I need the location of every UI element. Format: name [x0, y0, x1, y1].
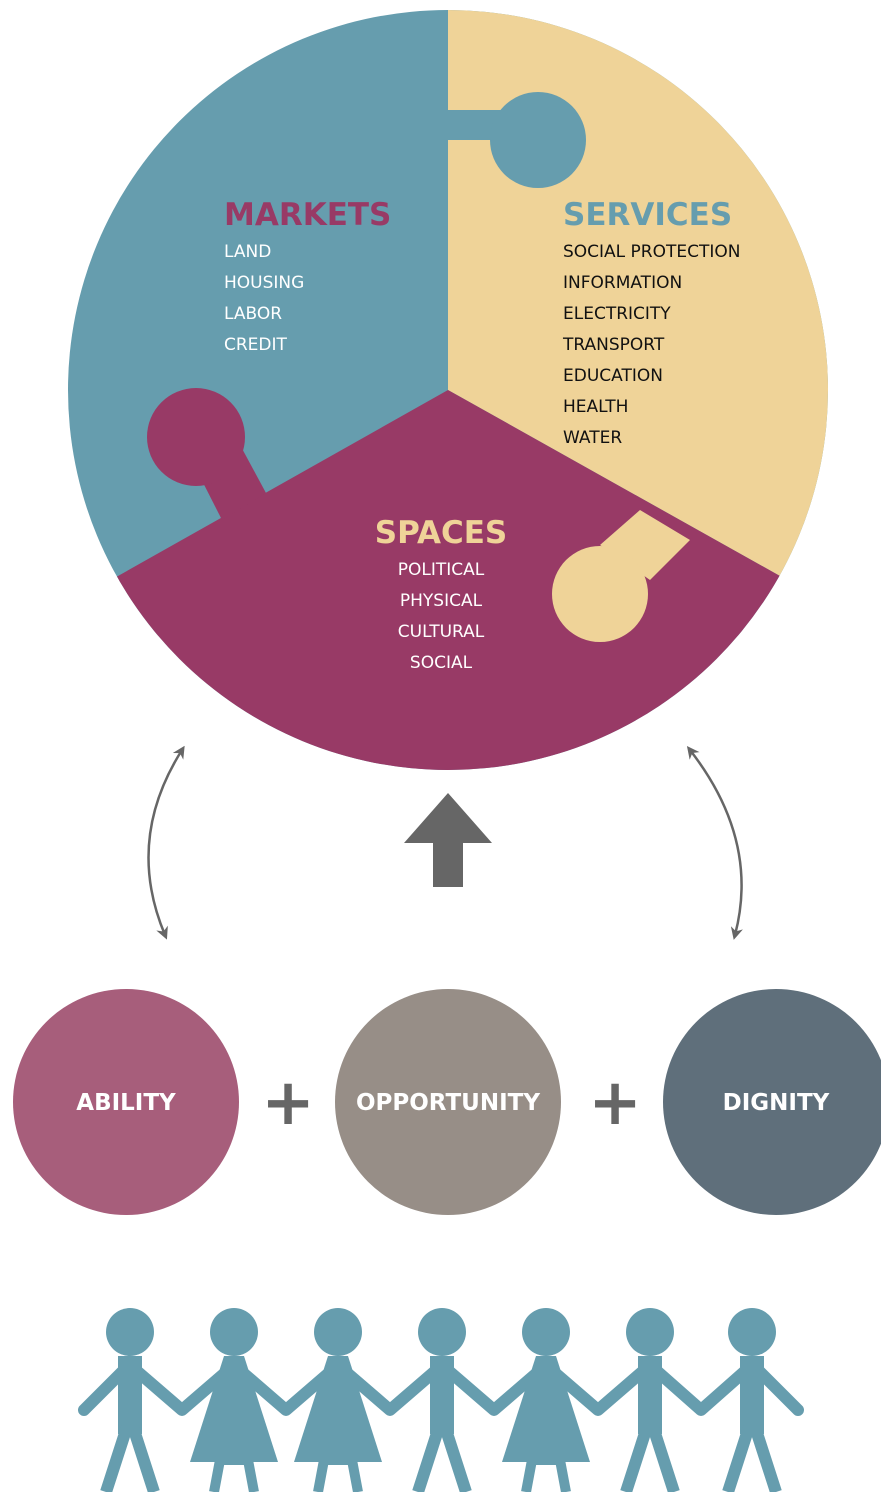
spaces-item: POLITICAL — [398, 560, 485, 580]
spaces-item: CULTURAL — [398, 622, 485, 642]
torso — [740, 1356, 764, 1434]
markets-item: HOUSING — [224, 273, 304, 293]
services-tab-knob — [552, 546, 648, 642]
circles-row: ABILITY + OPPORTUNITY + DIGNITY — [13, 989, 881, 1215]
plus-icon: + — [588, 1066, 642, 1140]
head — [626, 1308, 674, 1356]
holding-hands-arm — [238, 1367, 334, 1416]
spaces-item: SOCIAL — [410, 653, 473, 673]
up-arrow-icon — [404, 793, 492, 887]
dignity-label: DIGNITY — [723, 1090, 830, 1116]
woman-icon — [502, 1308, 590, 1492]
man-icon — [100, 1308, 160, 1492]
plus-icon: + — [261, 1066, 315, 1140]
legs — [100, 1424, 160, 1492]
people-row — [78, 1308, 804, 1492]
holding-hands-arm — [342, 1367, 438, 1416]
dignity-circle — [663, 989, 881, 1215]
holding-hands-arm — [446, 1367, 542, 1416]
right-double-arrow — [686, 746, 743, 940]
services-text: SERVICES SOCIAL PROTECTION INFORMATION E… — [562, 197, 741, 448]
outer-arm — [754, 1366, 804, 1416]
holding-hands-arm — [550, 1367, 646, 1416]
head — [418, 1308, 466, 1356]
dress — [502, 1356, 590, 1462]
torso — [118, 1356, 142, 1434]
outer-arm — [78, 1366, 128, 1416]
legs — [722, 1424, 782, 1492]
services-tab-neck — [600, 510, 690, 580]
markets-item: LAND — [224, 242, 271, 262]
legs — [412, 1424, 472, 1492]
services-item: WATER — [563, 428, 622, 448]
head — [314, 1308, 362, 1356]
spaces-text: SPACES POLITICAL PHYSICAL CULTURAL SOCIA… — [375, 515, 507, 673]
head — [728, 1308, 776, 1356]
holding-hands-arm — [134, 1367, 230, 1416]
spaces-title: SPACES — [375, 515, 507, 551]
ability-label: ABILITY — [76, 1090, 176, 1116]
left-double-arrow — [147, 745, 185, 940]
dress — [190, 1356, 278, 1462]
opportunity-label: OPPORTUNITY — [356, 1090, 540, 1116]
services-item: EDUCATION — [563, 366, 663, 386]
puzzle-circle — [68, 10, 828, 770]
head — [522, 1308, 570, 1356]
opportunity-circle — [335, 989, 561, 1215]
dress — [294, 1356, 382, 1462]
legs — [521, 1455, 571, 1492]
man-icon — [722, 1308, 782, 1492]
spaces-tab-knob — [147, 388, 245, 486]
man-icon — [412, 1308, 472, 1492]
services-title: SERVICES — [563, 197, 732, 233]
spaces-item: PHYSICAL — [400, 591, 483, 611]
head — [210, 1308, 258, 1356]
services-item: INFORMATION — [563, 273, 682, 293]
markets-title: MARKETS — [224, 197, 391, 233]
man-icon — [620, 1308, 680, 1492]
torso — [638, 1356, 662, 1434]
markets-tab-knob — [490, 92, 586, 188]
legs — [313, 1455, 363, 1492]
markets-item: CREDIT — [224, 335, 288, 355]
woman-icon — [190, 1308, 278, 1492]
legs — [209, 1455, 259, 1492]
services-item: SOCIAL PROTECTION — [563, 242, 741, 262]
torso — [430, 1356, 454, 1434]
markets-item: LABOR — [224, 304, 282, 324]
woman-icon — [294, 1308, 382, 1492]
services-item: HEALTH — [563, 397, 628, 417]
services-item: TRANSPORT — [562, 335, 665, 355]
markets-text: MARKETS LAND HOUSING LABOR CREDIT — [224, 197, 391, 355]
ability-circle — [13, 989, 239, 1215]
holding-hands-arm — [654, 1367, 748, 1416]
head — [106, 1308, 154, 1356]
services-item: ELECTRICITY — [563, 304, 671, 324]
legs — [620, 1424, 680, 1492]
